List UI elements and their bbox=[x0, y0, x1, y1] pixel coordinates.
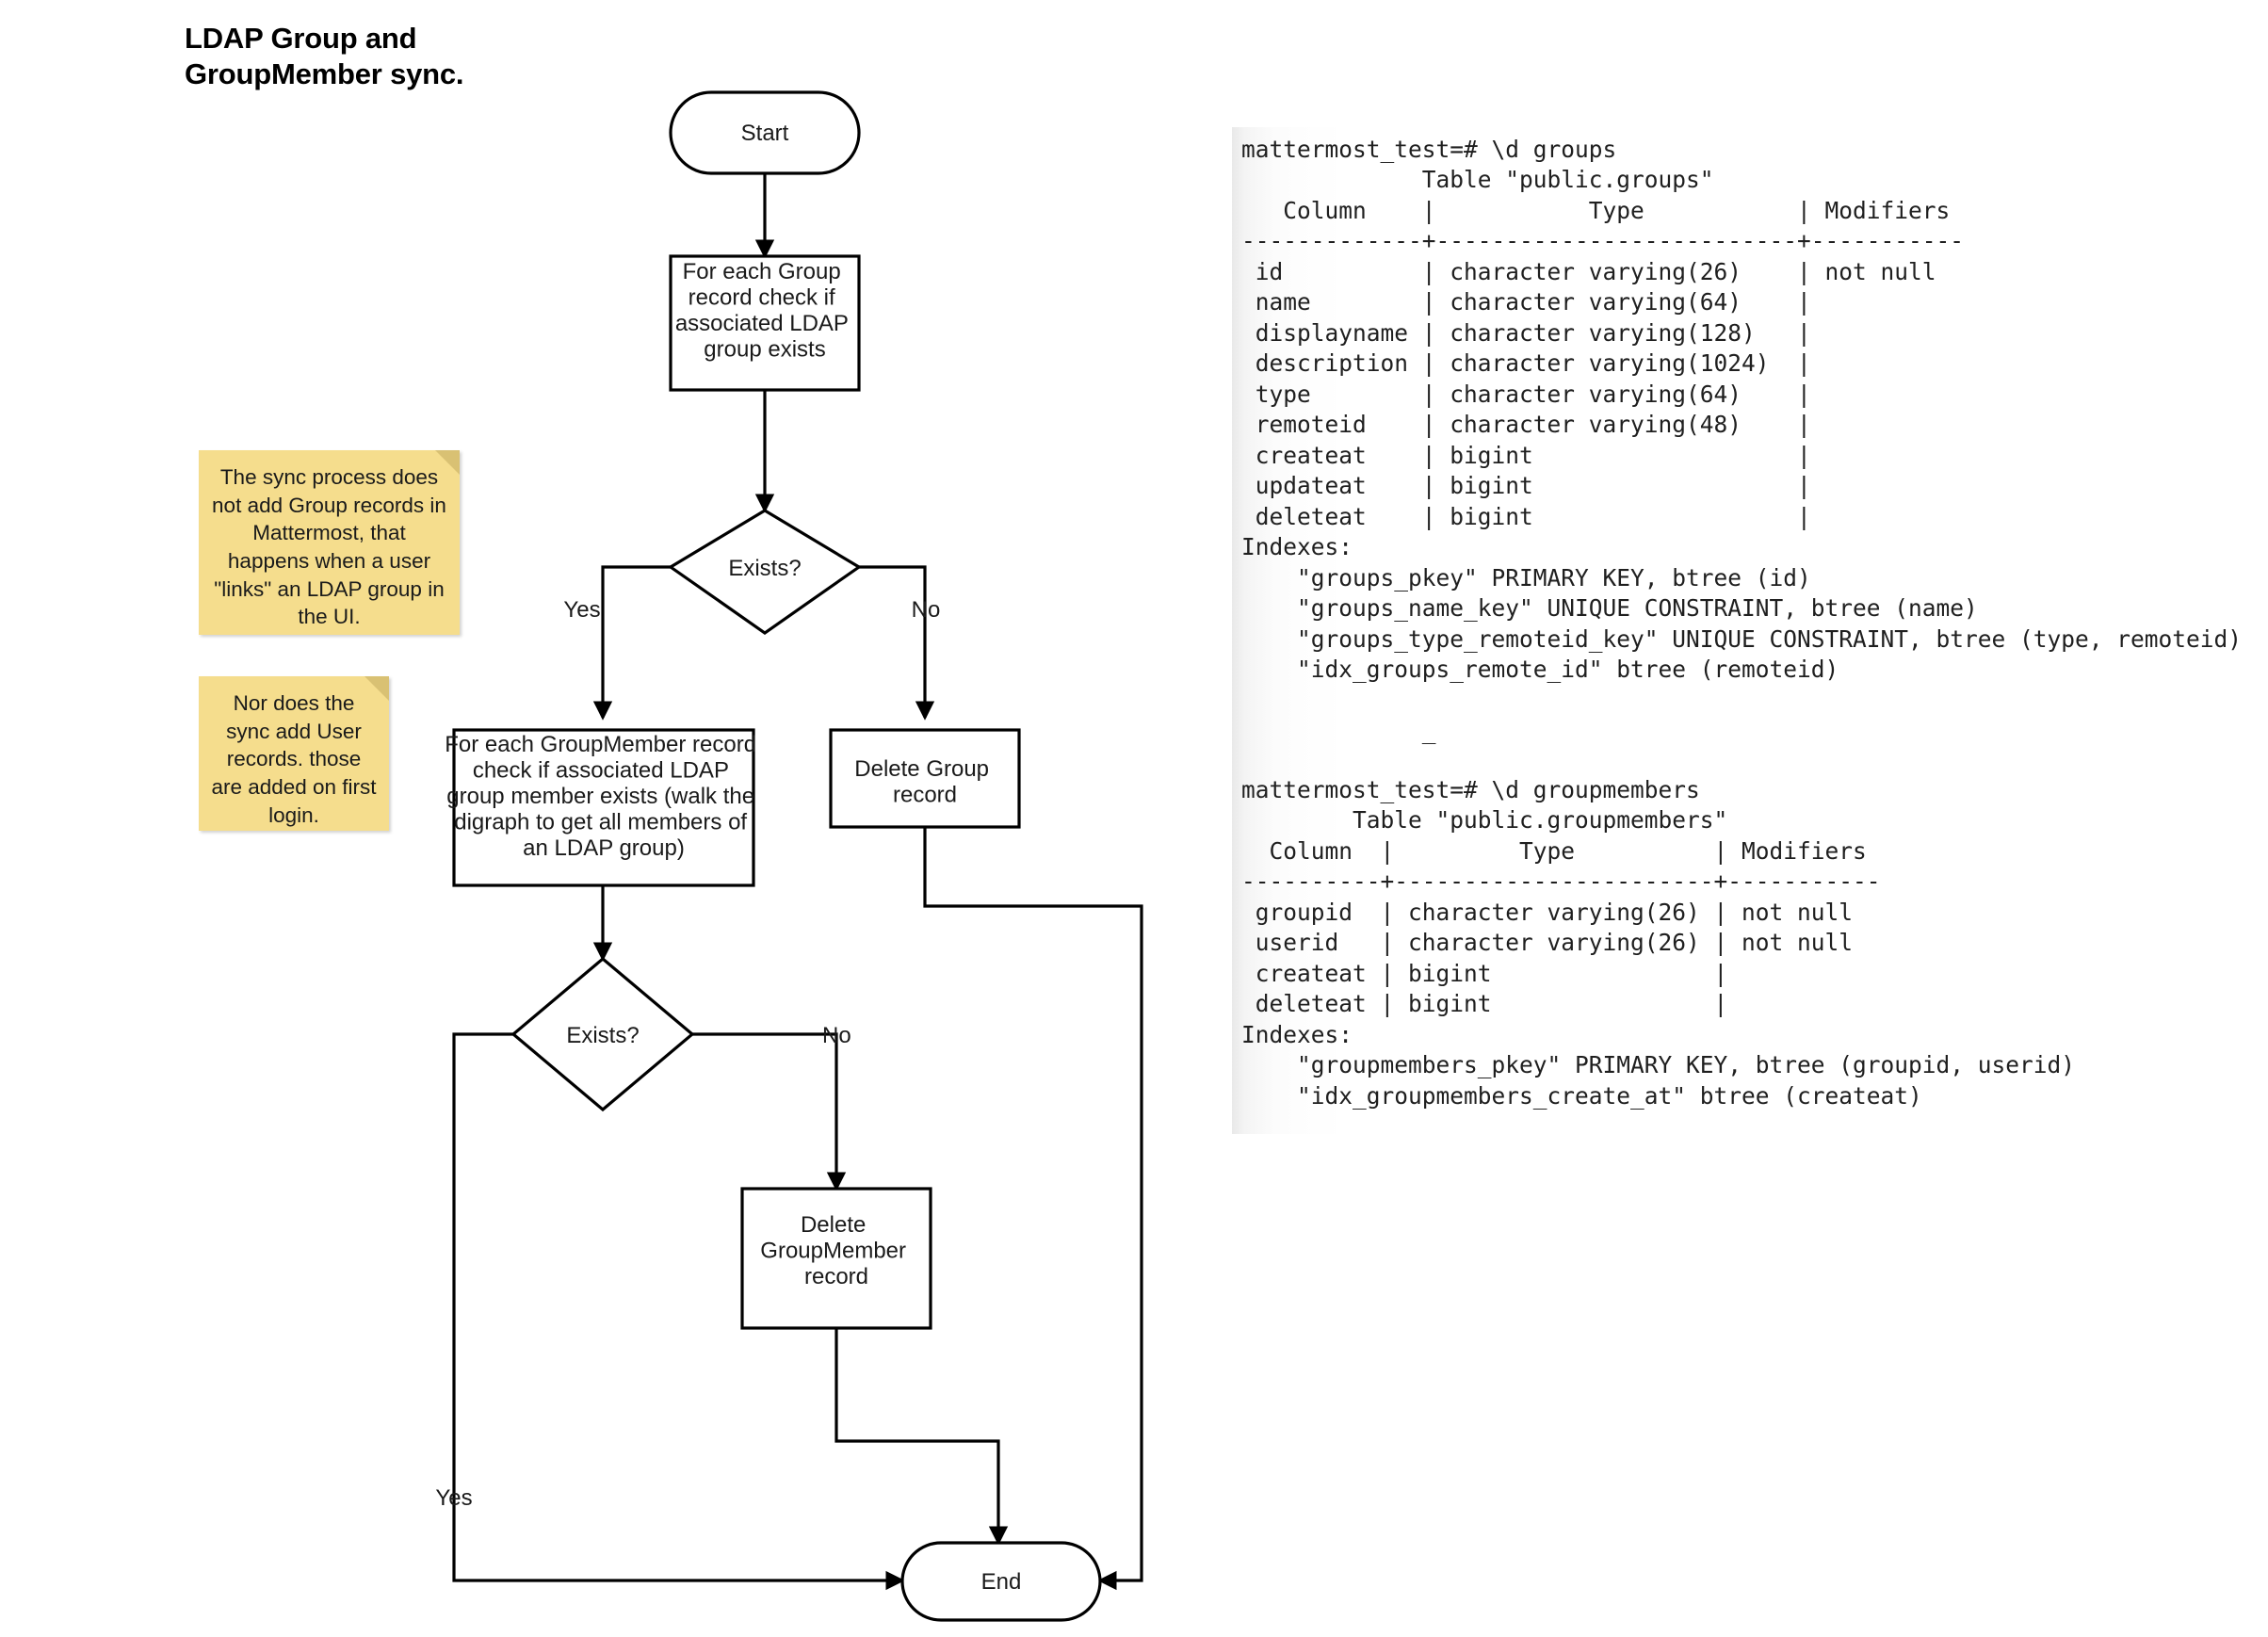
node-decision-exists-1[interactable] bbox=[668, 509, 862, 635]
node-start-label: Start bbox=[741, 121, 789, 146]
sticky-note-user: Nor does the sync add User records. thos… bbox=[199, 676, 389, 831]
terminal-output-groups: mattermost_test=# \d groups Table "publi… bbox=[1232, 126, 2252, 768]
node-end-label: End bbox=[981, 1569, 1022, 1595]
node-delete-member[interactable] bbox=[740, 1187, 932, 1330]
terminal-output-groupmembers: mattermost_test=# \d groupmembers Table … bbox=[1232, 767, 2085, 1134]
edge-label-decision2-yes: Yes bbox=[435, 1485, 472, 1511]
node-decision-exists-2[interactable] bbox=[510, 956, 695, 1112]
edge-decision2-yes bbox=[452, 1032, 905, 1591]
node-delete-group-label: Delete Group record bbox=[854, 756, 995, 808]
sticky-note-user-text: Nor does the sync add User records. thos… bbox=[211, 691, 377, 827]
edge-deletemember-to-end bbox=[834, 1328, 1009, 1546]
edge-label-decision1-yes: Yes bbox=[563, 597, 600, 623]
flowchart-canvas: Start For each Group record check if ass… bbox=[435, 90, 1143, 1622]
edge-deletegroup-to-end bbox=[923, 827, 1143, 1591]
node-delete-group[interactable] bbox=[829, 728, 1021, 829]
node-decision-exists-1-label: Exists? bbox=[728, 556, 801, 581]
node-end[interactable] bbox=[900, 1541, 1102, 1622]
node-check-member[interactable] bbox=[452, 728, 755, 887]
edge-decision1-no bbox=[859, 565, 935, 721]
node-start[interactable] bbox=[669, 90, 861, 175]
edge-decision1-yes bbox=[592, 565, 671, 721]
edge-label-decision1-no: No bbox=[912, 597, 941, 623]
sticky-note-group-text: The sync process does not add Group reco… bbox=[212, 465, 446, 629]
edge-label-decision2-no: No bbox=[822, 1023, 851, 1048]
note-fold-corner-icon bbox=[435, 450, 460, 475]
node-check-member-label: For each GroupMember record check if ass… bbox=[445, 732, 762, 861]
node-decision-exists-2-label: Exists? bbox=[566, 1023, 639, 1048]
node-delete-member-label: Delete GroupMember record bbox=[760, 1212, 912, 1289]
node-check-group[interactable] bbox=[669, 254, 861, 392]
node-check-group-label: For each Group record check if associate… bbox=[675, 259, 854, 363]
note-fold-corner-icon bbox=[364, 676, 389, 701]
edge-decision2-no bbox=[692, 1032, 847, 1191]
sticky-note-group: The sync process does not add Group reco… bbox=[199, 450, 460, 635]
